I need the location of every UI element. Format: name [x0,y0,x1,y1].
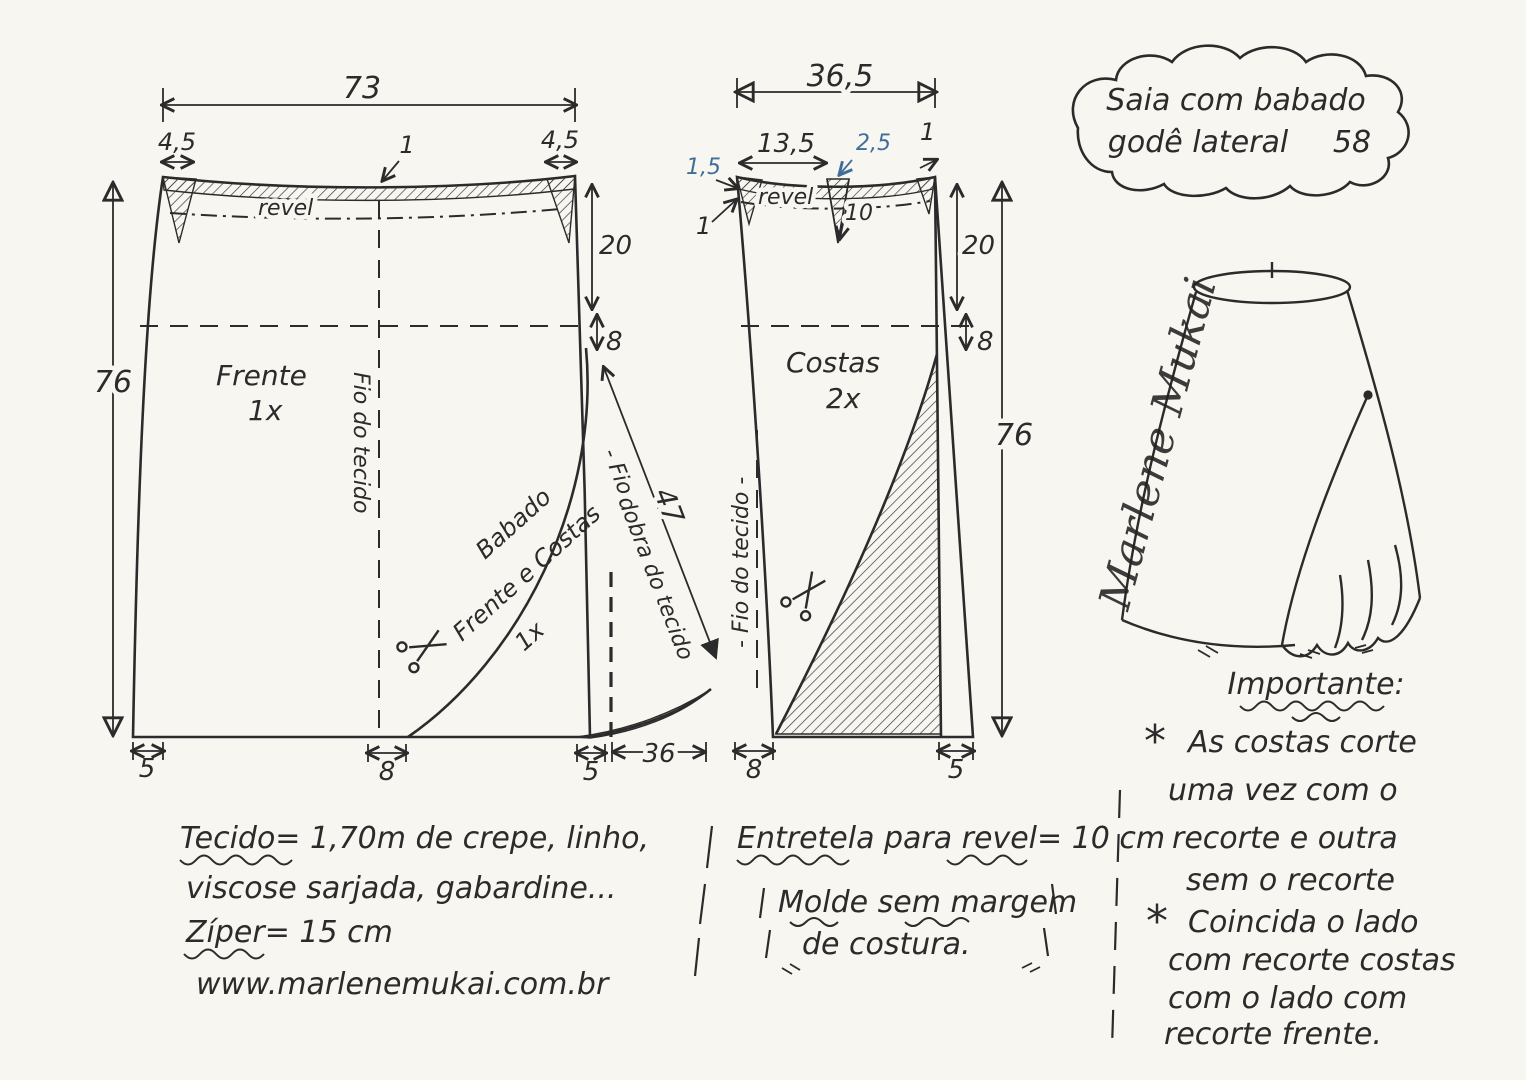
emphasis-bars [758,883,1058,959]
front-bottom-center-dim: 8 [379,757,396,787]
note-2-line-3: com o lado com [1168,981,1407,1016]
back-one-right-dim: 1 [920,118,935,146]
back-piece: 36,5 13,5 2,5 1,5 1 1 10 revel 20 8 Cost… [686,55,1038,786]
interfacing-line-2: Molde sem margem [778,885,1077,920]
back-dart-depth-dim: 10 [845,201,873,226]
materials-line-2: viscose sarjada, gabardine... [186,871,616,906]
front-flare-hatch [576,689,711,739]
back-facing-depth-dim: 20 [962,231,995,261]
important-notes: Importante: * As costas corte uma vez co… [1144,667,1456,1052]
back-dimensions [711,78,1002,760]
front-width-dim: 73 [343,71,381,106]
note-1-line-1: As costas corte [1186,725,1417,760]
ruffle-length-dim: 47 [647,483,691,528]
website: www.marlenemukai.com.br [196,967,610,1002]
ruffle-width-dim: 36 [642,739,675,769]
back-waist-segment-dim: 13,5 [757,129,815,159]
front-notch-dim: 1 [399,131,414,159]
note-bullet-2: * [1146,896,1168,947]
fold-fio-label: - Fio [597,445,637,498]
front-hip-gap-dim: 8 [606,327,623,357]
note-1-line-3: recorte e outra [1172,821,1398,856]
back-grainline-label: - Fio do tecido - [729,477,754,648]
note-1-line-2: uma vez com o [1168,773,1398,808]
front-facing-line [169,208,561,220]
front-left-dart-hatch [162,176,197,244]
front-facing-depth-dim: 20 [599,231,632,261]
materials-line-1: Tecido= 1,70m de crepe, linho, [180,821,649,856]
materials-block: Tecido= 1,70m de crepe, linho, viscose s… [179,821,649,1002]
front-grainline-label: Fio do tecido [348,372,373,513]
note-2-line-1: Coincida o lado [1188,905,1418,940]
back-facing-line [740,200,931,210]
front-height-dim: 76 [94,365,132,400]
back-hip-gap-dim: 8 [977,327,994,357]
pattern-title-line1: Saia com babado [1106,83,1366,118]
back-dart-width-dim: 2,5 [856,131,891,156]
note-2-line-4: recorte frente. [1164,1017,1382,1052]
back-height-dim: 76 [995,418,1033,453]
front-piece-label: Frente [216,359,307,392]
materials-line-3: Zíper= 15 cm [185,915,393,950]
front-bottom-right-dim: 5 [583,757,600,787]
interfacing-line-3: de costura. [802,927,971,962]
front-cut-label: 1x [248,394,283,427]
front-flare-hem [589,687,712,739]
back-width-dim: 36,5 [807,59,874,94]
front-waistband-hatch [162,175,576,202]
back-piece-label: Costas [786,346,880,379]
note-bullet-1: * [1144,716,1166,767]
back-facing-label: revel [758,185,813,210]
pattern-size: 58 [1333,125,1371,160]
front-right-dart-hatch [546,175,576,244]
front-facing-label: revel [258,196,313,221]
skirt-sketch [1120,262,1422,659]
notes-title: Importante: [1227,667,1404,702]
back-godet-seam [774,353,939,735]
pattern-title-line2: godê lateral [1108,125,1289,160]
front-dimensions [113,88,716,762]
front-bottom-left-dim: 5 [139,754,156,784]
front-dart-right-dim: 4,5 [541,126,579,154]
back-cut-label: 2x [826,382,861,415]
front-piece: 73 4,5 1 4,5 revel 76 20 8 Frente 1x Fio… [89,67,716,787]
back-side-in-dim: 1,5 [686,155,721,180]
back-left-corner-hatch [736,176,763,227]
back-bottom-right-dim: 5 [948,755,965,785]
back-one-left-dim: 1 [696,212,711,240]
back-right-corner-hatch [916,176,936,215]
note-2-line-2: com recorte costas [1168,943,1456,978]
hand-dividers [693,789,1122,1049]
back-bottom-left-dim: 8 [746,755,763,785]
scissors-icon [396,629,447,674]
scissors-icon [780,571,826,622]
title-cloud: Saia com babado godê lateral 58 [1071,44,1410,200]
front-godet-seam [407,347,589,739]
interfacing-line-1: Entretela para revel= 10 cm [737,821,1165,856]
interfacing-block: Entretela para revel= 10 cm Molde sem ma… [736,821,1165,975]
signature: Marlene Mukai [1089,272,1227,616]
front-dart-left-dim: 4,5 [158,128,196,156]
note-1-line-4: sem o recorte [1186,863,1395,898]
